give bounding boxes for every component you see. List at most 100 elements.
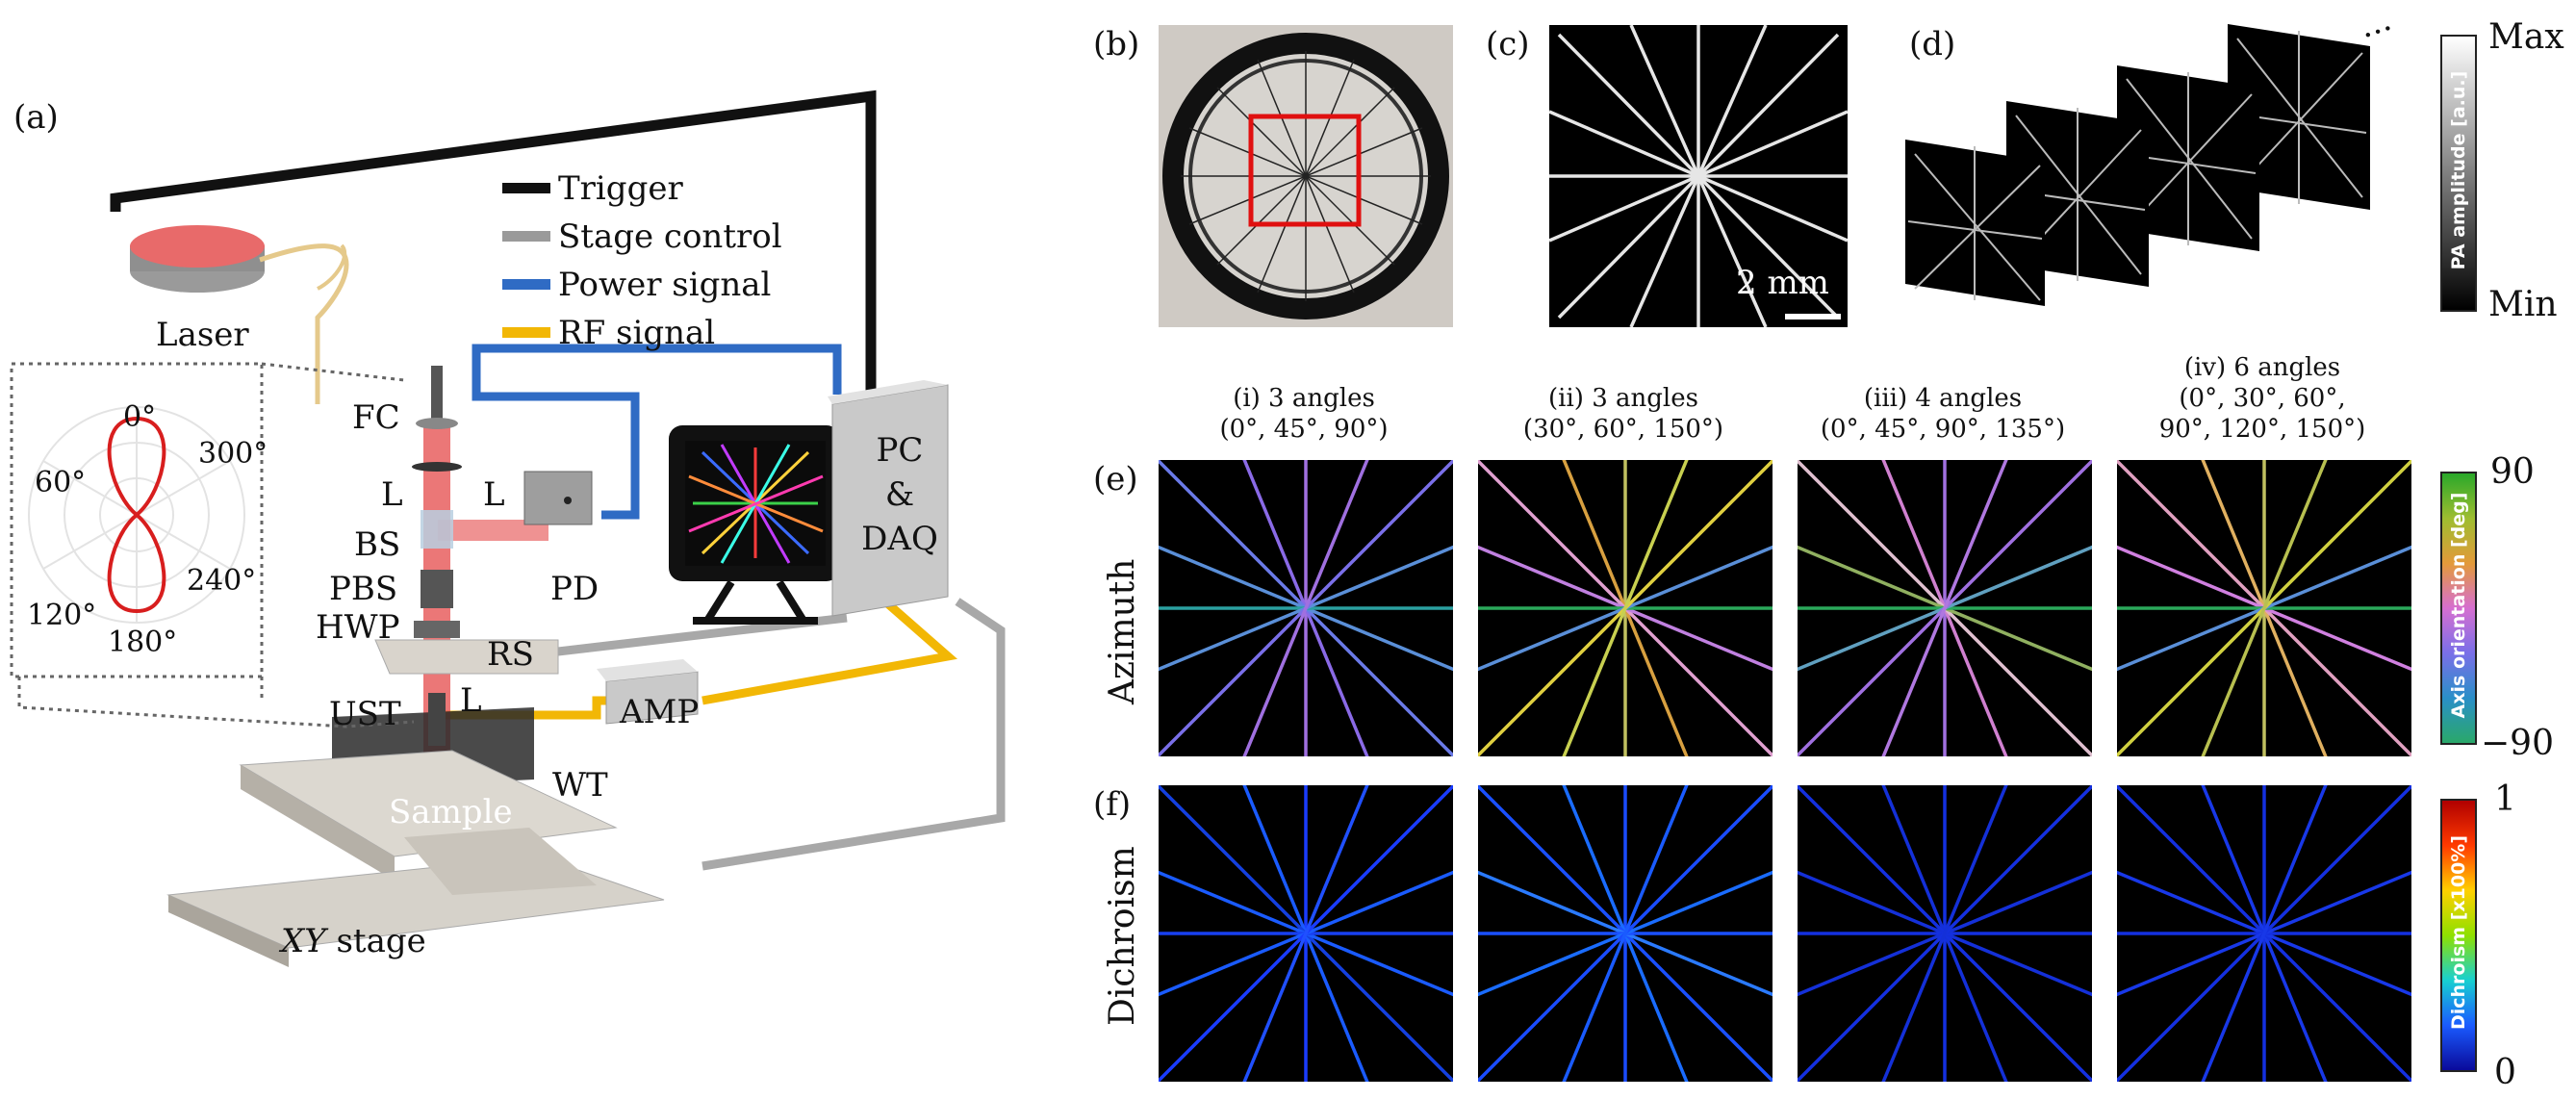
- polar-curve: [107, 416, 166, 614]
- column-header-4-line2: (0°, 30°, 60°,: [2179, 384, 2346, 413]
- dichroism-map-ii: [1478, 785, 1773, 1082]
- pd-beam: [438, 520, 548, 541]
- label-stage-text: stage: [325, 922, 426, 960]
- panel-label-e: (e): [1093, 460, 1138, 498]
- hwp-mount: [414, 621, 460, 638]
- legend-label-trigger: Trigger: [558, 169, 683, 208]
- label-pbs: PBS: [329, 570, 398, 608]
- row-label-azimuth: Azimuth: [1103, 558, 1142, 704]
- fiber-map-svg: [1478, 460, 1773, 756]
- azimuth-colorbar-title: Axis orientation [deg]: [2448, 492, 2469, 719]
- panel-label-b: (b): [1093, 25, 1140, 64]
- column-header-4-line1: (iv) 6 angles: [2183, 353, 2341, 382]
- column-header-3-line1: (iii) 4 angles: [1863, 384, 2023, 413]
- trigger-cable: [110, 89, 877, 395]
- legend-swatch-rf-signal: [502, 327, 550, 338]
- pa-image: 2 mm: [1549, 25, 1848, 327]
- column-header-1: (i) 3 angles (0°, 45°, 90°): [1155, 383, 1453, 445]
- pbs-cube: [421, 570, 453, 608]
- pa-colorbar-min: Min: [2488, 285, 2558, 324]
- dichroism-colorbar: Dichroism [x100%]: [2440, 799, 2477, 1072]
- fiber-map-svg: [1798, 785, 2092, 1082]
- label-lens-3: L: [460, 681, 482, 720]
- polar-tick-60: 60°: [35, 466, 87, 499]
- label-wt: WT: [552, 766, 608, 805]
- fiber-line: [1242, 785, 1369, 1082]
- row-label-dichroism: Dichroism: [1103, 846, 1142, 1026]
- polar-tick-180: 180°: [108, 626, 178, 659]
- fiber-line: [1562, 460, 1689, 756]
- fiber-map-svg: [1478, 785, 1773, 1082]
- label-fc: FC: [352, 398, 400, 437]
- transducer: [428, 693, 446, 746]
- scale-bar-line: [1785, 314, 1841, 319]
- label-rs: RS: [487, 635, 534, 674]
- pa-colorbar: PA amplitude [a.u.]: [2440, 35, 2477, 312]
- label-laser: Laser: [156, 316, 249, 354]
- lens-1: [412, 462, 462, 472]
- dichroism-map-iv: [2117, 785, 2411, 1082]
- image-stack: [1905, 24, 2370, 306]
- legend-swatch-power-signal: [502, 279, 550, 290]
- photodiode: [523, 471, 593, 525]
- label-and: &: [884, 475, 915, 514]
- label-amp: AMP: [620, 693, 700, 731]
- column-header-2: (ii) 3 angles (30°, 60°, 150°): [1474, 383, 1773, 445]
- label-xy-italic: XY: [281, 922, 326, 960]
- azimuth-map-i: [1159, 460, 1453, 756]
- fiber-map-svg: [1798, 460, 2092, 756]
- label-pc: PC: [876, 431, 924, 470]
- polar-plot: [28, 406, 245, 624]
- label-lens-2: L: [483, 475, 505, 514]
- legend-label-stage-control: Stage control: [558, 217, 782, 256]
- azimuth-map-iv: [2117, 460, 2411, 756]
- power-cable: [472, 344, 842, 520]
- panel-label-d: (d): [1909, 25, 1956, 64]
- roi-box: [1248, 114, 1362, 227]
- laser-top: [130, 225, 265, 268]
- dichroism-map-i: [1159, 785, 1453, 1082]
- fiber-line: [1881, 785, 2008, 1082]
- legend-label-rf-signal: RF signal: [558, 314, 716, 352]
- fiber-map-svg: [2117, 460, 2411, 756]
- monitor: [669, 425, 840, 625]
- column-header-4-line3: 90°, 120°, 150°): [2158, 415, 2366, 444]
- label-xy-stage: XY stage: [281, 922, 426, 960]
- column-header-2-line2: (30°, 60°, 150°): [1522, 415, 1724, 444]
- polar-tick-240: 240°: [187, 564, 257, 598]
- label-lens-1: L: [381, 475, 403, 514]
- fiber-line: [2201, 785, 2328, 1082]
- label-daq: DAQ: [861, 520, 938, 558]
- pa-colorbar-title: PA amplitude [a.u.]: [2448, 70, 2469, 270]
- dichroism-colorbar-max: 1: [2494, 780, 2516, 819]
- panel-label-c: (c): [1486, 25, 1530, 64]
- fiber-line: [2201, 460, 2328, 756]
- panel-label-a: (a): [13, 98, 59, 137]
- fiber-line: [1562, 785, 1689, 1082]
- column-header-1-line2: (0°, 45°, 90°): [1219, 415, 1389, 444]
- label-hwp: HWP: [316, 608, 400, 647]
- polar-tick-120: 120°: [27, 599, 97, 632]
- dichroism-map-iii: [1798, 785, 2092, 1082]
- azimuth-map-ii: [1478, 460, 1773, 756]
- fiber-map-svg: [1159, 460, 1453, 756]
- column-header-3-line2: (0°, 45°, 90°, 135°): [1820, 415, 2066, 444]
- legend-swatch-trigger: [502, 183, 550, 193]
- dichroism-colorbar-title: Dichroism [x100%]: [2448, 834, 2469, 1031]
- column-header-1-line1: (i) 3 angles: [1233, 384, 1375, 413]
- fiber: [259, 243, 349, 404]
- fiber-map-svg: [1159, 785, 1453, 1082]
- label-bs: BS: [354, 525, 401, 564]
- azimuth-colorbar-min: −90: [2481, 724, 2554, 763]
- column-header-3: (iii) 4 angles (0°, 45°, 90°, 135°): [1794, 383, 2092, 445]
- panel-label-f: (f): [1093, 785, 1132, 824]
- column-header-4: (iv) 6 angles (0°, 30°, 60°, 90°, 120°, …: [2113, 352, 2411, 445]
- pa-colorbar-max: Max: [2488, 17, 2564, 57]
- fiber-line: [1242, 460, 1369, 756]
- rotation-stage: [374, 639, 559, 675]
- polar-tick-0: 0°: [123, 400, 157, 434]
- label-sample: Sample: [389, 793, 513, 831]
- photo-fibers: [1181, 51, 1431, 301]
- legend-label-power-signal: Power signal: [558, 266, 772, 304]
- legend-swatch-stage-control: [502, 231, 550, 242]
